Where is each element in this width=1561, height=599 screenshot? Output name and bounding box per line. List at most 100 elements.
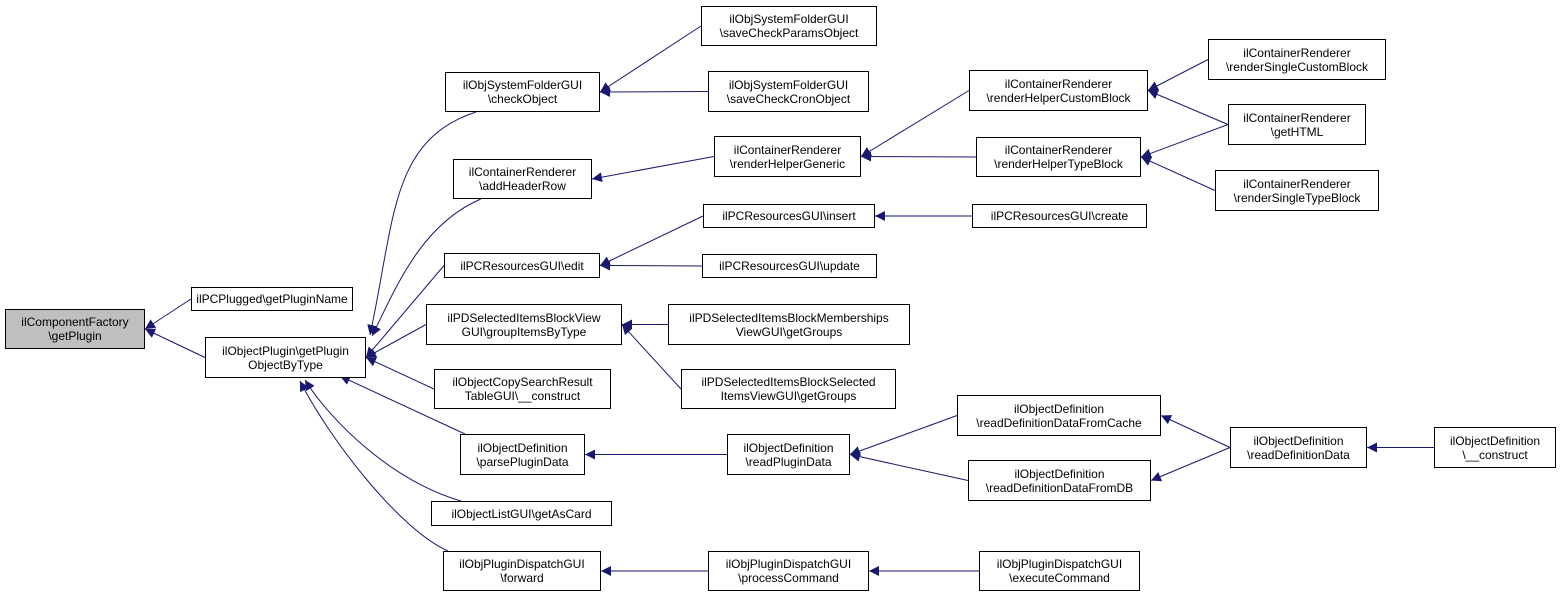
edge-copySearch-to-getPluginObj <box>365 357 435 390</box>
edge-helperCustom-to-helperGeneric <box>860 90 970 157</box>
node-objsystemfoldergui-savecheckcronobject[interactable]: ilObjSystemFolderGUI \saveCheckCronObjec… <box>708 71 869 112</box>
edge-saveCheckParams-to-checkObject <box>599 25 702 93</box>
node-label: \addHeaderRow <box>479 179 566 193</box>
node-label: ilContainerRenderer <box>1004 76 1113 91</box>
edge-addHeaderRow-to-getPluginObj <box>371 198 481 337</box>
node-pdselecteditemsblockselecteditemsviewgui-getgroups[interactable]: ilPDSelectedItemsBlockSelected ItemsView… <box>681 369 896 409</box>
node-label: \renderHelperTypeBlock <box>994 157 1123 171</box>
node-objectlistgui-getascard[interactable]: ilObjectListGUI\getAsCard <box>431 501 612 526</box>
edge-getHTML-to-helperType <box>1140 124 1229 159</box>
node-objplugindispatchgui-forward[interactable]: ilObjPluginDispatchGUI \forward <box>443 551 601 591</box>
node-label: ilObjectDefinition <box>1253 433 1344 448</box>
node-objplugindispatchgui-processcommand[interactable]: ilObjPluginDispatchGUI \processCommand <box>708 551 869 591</box>
node-pdselecteditemsblockviewgui-groupitemsbytype[interactable]: ilPDSelectedItemsBlockView GUI\groupItem… <box>426 304 622 345</box>
node-label: \readDefinitionDataFromDB <box>985 480 1134 495</box>
edge-getPluginName-to-root <box>144 298 192 330</box>
node-label: TableGUI\__construct <box>464 389 581 403</box>
node-label: \executeCommand <box>1009 571 1110 585</box>
node-label: ilPCResourcesGUI\insert <box>722 209 856 223</box>
node-label: ilObjectDefinition <box>743 440 834 455</box>
node-label: \getPlugin <box>48 329 102 343</box>
node-containerrenderer-gethtml[interactable]: ilContainerRenderer \getHTML <box>1228 104 1366 145</box>
node-label: \readDefinitionDataFromCache <box>976 415 1142 430</box>
node-label: ilPCResourcesGUI\update <box>719 259 860 273</box>
node-objectdefinition-readdefinitiondatafromcache[interactable]: ilObjectDefinition \readDefinitionDataFr… <box>957 395 1161 436</box>
node-label: ilObjSystemFolderGUI <box>729 12 849 26</box>
node-label: \renderHelperCustomBlock <box>986 90 1131 105</box>
edge-pcInsert-to-pcEdit <box>599 215 704 266</box>
edge-selectedItems-to-groupItems <box>621 324 682 390</box>
node-label: ilPCResourcesGUI\edit <box>460 258 584 273</box>
node-label: \renderSingleCustomBlock <box>1225 59 1369 74</box>
edge-helperGeneric-to-addHeaderRow <box>591 156 715 183</box>
node-objsystemfoldergui-savecheckparamsobject[interactable]: ilObjSystemFolderGUI \saveCheckParamsObj… <box>701 6 877 46</box>
node-label: ilObjectCopySearchResult <box>452 375 593 389</box>
node-label: \saveCheckParamsObject <box>719 26 859 40</box>
node-label: ilObjectDefinition <box>1014 466 1105 481</box>
node-label: ObjectByType <box>248 357 323 372</box>
edge-singleCustom-to-helperCustom <box>1147 59 1209 91</box>
edge-fromDB-to-readPlugin <box>849 451 969 481</box>
node-containerrenderer-addheaderrow[interactable]: ilContainerRenderer \addHeaderRow <box>453 159 592 199</box>
node-objplugindispatchgui-executecommand[interactable]: ilObjPluginDispatchGUI \executeCommand <box>979 551 1140 591</box>
node-containerrenderer-renderhelpercustomblock[interactable]: ilContainerRenderer \renderHelperCustomB… <box>969 70 1148 111</box>
edge-checkObject-to-getPluginObj <box>367 111 477 336</box>
node-label: ilObjectDefinition <box>1013 401 1105 416</box>
edge-readDefData-to-fromCache <box>1160 415 1231 448</box>
node-objectdefinition-construct[interactable]: ilObjectDefinition \__construct <box>1434 427 1556 468</box>
node-containerrenderer-rendersingletypeblock[interactable]: ilContainerRenderer \renderSingleTypeBlo… <box>1215 170 1379 211</box>
node-label: \getHTML <box>1270 124 1324 139</box>
node-pcresourcesgui-insert[interactable]: ilPCResourcesGUI\insert <box>703 204 875 228</box>
edge-singleType-to-helperType <box>1140 156 1216 191</box>
node-label: \__construct <box>1462 447 1528 462</box>
node-label: ilPDSelectedItemsBlockMemberships <box>689 310 889 325</box>
node-objsystemfoldergui-checkobject[interactable]: ilObjSystemFolderGUI \checkObject <box>445 72 600 112</box>
node-pcplugged-getpluginname[interactable]: ilPCPlugged\getPluginName <box>191 287 353 311</box>
node-label: ilPDSelectedItemsBlockSelected <box>701 375 876 389</box>
node-label: \renderHelperGeneric <box>729 156 846 171</box>
node-pcresourcesgui-update[interactable]: ilPCResourcesGUI\update <box>702 254 877 278</box>
node-objectdefinition-readdefinitiondatafromdb[interactable]: ilObjectDefinition \readDefinitionDataFr… <box>968 460 1151 501</box>
edge-getPluginObj-to-root <box>144 328 206 358</box>
node-label: \readPluginData <box>745 454 832 469</box>
node-label: ilContainerRenderer <box>1004 143 1113 157</box>
node-label: ilObjSystemFolderGUI <box>728 77 849 92</box>
node-label: ilObjPluginDispatchGUI <box>996 557 1123 571</box>
node-objectcopysearchresulttablegui-construct[interactable]: ilObjectCopySearchResult TableGUI\__cons… <box>434 369 611 409</box>
node-pcresourcesgui-create[interactable]: ilPCResourcesGUI\create <box>972 204 1147 228</box>
node-label: \forward <box>500 571 544 585</box>
edge-pcUpdate-to-pcEdit <box>599 260 703 271</box>
node-label: ilObjPluginDispatchGUI <box>459 557 585 571</box>
node-objectplugin-getpluginobjectbytype[interactable]: ilObjectPlugin\getPlugin ObjectByType <box>205 337 366 378</box>
node-label: ilPDSelectedItemsBlockView <box>447 310 601 325</box>
edge-pcEdit-to-getPluginObj <box>365 265 445 358</box>
node-label: ilComponentFactory <box>21 315 129 329</box>
node-label: GUI\groupItemsByType <box>461 324 587 339</box>
node-pcresourcesgui-edit[interactable]: ilPCResourcesGUI\edit <box>444 253 600 278</box>
node-label: \readDefinitionData <box>1247 447 1350 462</box>
node-label: \renderSingleTypeBlock <box>1233 190 1361 205</box>
node-label: ilContainerRenderer <box>468 165 577 179</box>
node-containerrenderer-renderhelpergeneric[interactable]: ilContainerRenderer \renderHelperGeneric <box>714 136 861 177</box>
node-containerrenderer-renderhelpertypeblock[interactable]: ilContainerRenderer \renderHelperTypeBlo… <box>976 137 1141 177</box>
node-label: ilObjPluginDispatchGUI <box>725 557 852 571</box>
node-pdselecteditemsblockmembershipsviewgui-getgroups[interactable]: ilPDSelectedItemsBlockMemberships ViewGU… <box>668 304 910 345</box>
node-label: ilContainerRenderer <box>1243 176 1351 191</box>
node-label: ViewGUI\getGroups <box>735 324 843 339</box>
node-label: ilObjectDefinition <box>1449 433 1541 448</box>
edge-helperType-to-helperGeneric <box>860 151 977 162</box>
node-label: ilObjectPlugin\getPlugin <box>222 343 349 358</box>
node-label: ilPCPlugged\getPluginName <box>196 292 348 306</box>
node-label: ilContainerRenderer <box>1243 110 1351 125</box>
node-containerrenderer-rendersinglecustomblock[interactable]: ilContainerRenderer \renderSingleCustomB… <box>1208 39 1386 80</box>
edge-asCard-to-getPluginObj <box>304 379 462 502</box>
edge-groupItems-to-getPluginObj <box>365 324 427 358</box>
edge-getHTML-to-helperCustom <box>1147 89 1229 125</box>
edge-saveCheckCron-to-checkObject <box>599 86 709 97</box>
node-label: ilContainerRenderer <box>733 142 842 157</box>
node-objectdefinition-readdefinitiondata[interactable]: ilObjectDefinition \readDefinitionData <box>1230 427 1367 468</box>
node-objectdefinition-parseplugindata[interactable]: ilObjectDefinition \parsePluginData <box>460 434 585 475</box>
node-objectdefinition-readplugindata[interactable]: ilObjectDefinition \readPluginData <box>727 434 850 475</box>
edge-forward-to-getPluginObj <box>299 380 449 552</box>
